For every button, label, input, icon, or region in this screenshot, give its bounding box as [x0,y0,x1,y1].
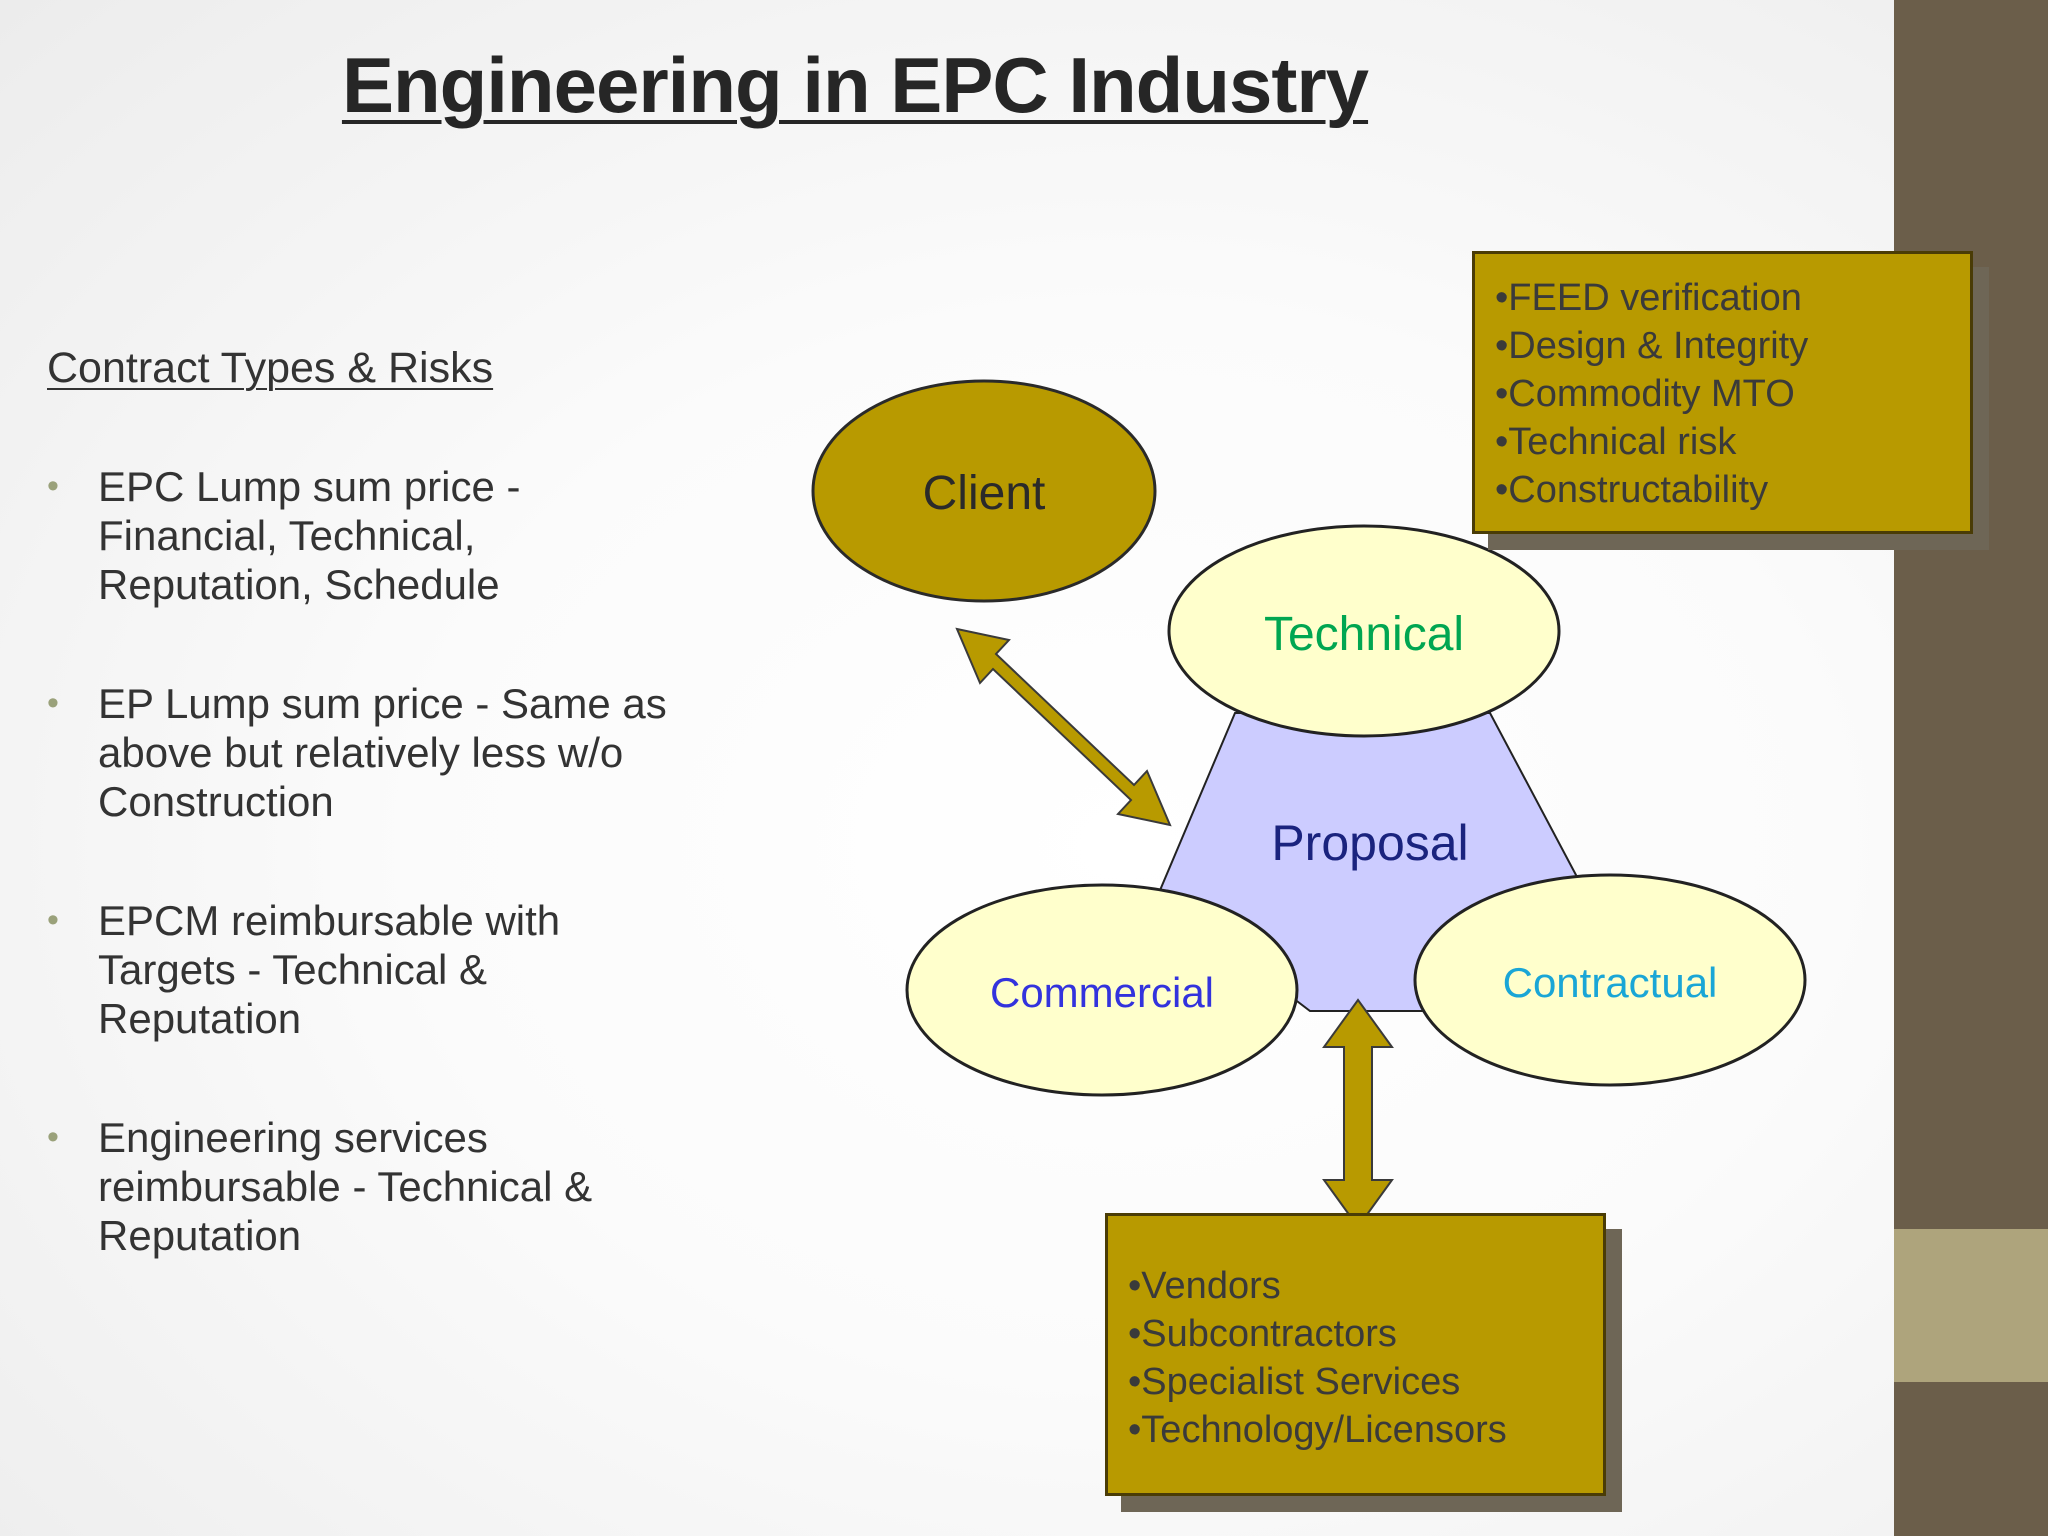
technical-scope-item: •Constructability [1495,469,1769,511]
commercial-label: Commercial [990,969,1214,1016]
slide-title: Engineering in EPC Industry [341,41,1369,129]
list-item: • EP Lump sum price - Same as above but … [47,679,747,826]
proposal-label: Proposal [1271,815,1468,871]
technical-scope-item: •Design & Integrity [1495,325,1809,367]
list-item-line: above but relatively less w/o [98,729,624,776]
client-proposal-arrow [955,627,1172,827]
list-item-line: EPC Lump sum price - [98,463,521,510]
technical-scope-item: •Commodity MTO [1495,373,1795,415]
suppliers-box: •Vendors •Subcontractors •Specialist Ser… [1105,1213,1606,1496]
list-item: • EPCM reimbursable with Targets - Techn… [47,896,747,1043]
list-item-line: EP Lump sum price - Same as [98,680,667,727]
list-item: • EPC Lump sum price - Financial, Techni… [47,462,747,609]
list-item-line: Reputation, Schedule [98,561,500,608]
contractual-shape [1413,873,1807,1087]
list-item-line: Reputation [98,1212,302,1259]
suppliers-item: •Subcontractors [1128,1313,1397,1355]
list-item-line: EPCM reimbursable with [98,897,561,944]
bullet-icon: • [47,1118,59,1156]
bullet-icon: • [47,684,59,722]
list-item-line: Targets - Technical & [98,946,488,993]
list-item-line: Engineering services [98,1114,488,1161]
proposal-suppliers-arrow [1322,998,1394,1229]
technical-shape [1167,524,1561,738]
list-item-line: reimbursable - Technical & [98,1163,593,1210]
list-item-line: Financial, Technical, [98,512,476,559]
side-decor-accent [1894,1229,2048,1382]
technical-label: Technical [1264,608,1464,661]
list-item: • Engineering services reimbursable - Te… [47,1113,747,1260]
bullet-icon: • [47,901,59,939]
suppliers-item: •Vendors [1128,1265,1281,1307]
suppliers-item: •Technology/Licensors [1128,1409,1507,1451]
contract-types-list: • EPC Lump sum price - Financial, Techni… [47,462,747,1330]
section-heading: Contract Types & Risks [47,344,494,392]
suppliers-item: •Specialist Services [1128,1361,1461,1403]
technical-scope-item: •Technical risk [1495,421,1737,463]
technical-scope-item: •FEED verification [1495,277,1802,319]
client-label: Client [923,467,1046,520]
technical-scope-box: •FEED verification •Design & Integrity •… [1472,251,1973,534]
contractual-label: Contractual [1503,959,1718,1006]
bullet-icon: • [47,467,59,505]
client-shape [811,379,1157,603]
list-item-line: Reputation [98,995,302,1042]
list-item-line: Construction [98,778,334,825]
commercial-shape [905,883,1299,1097]
